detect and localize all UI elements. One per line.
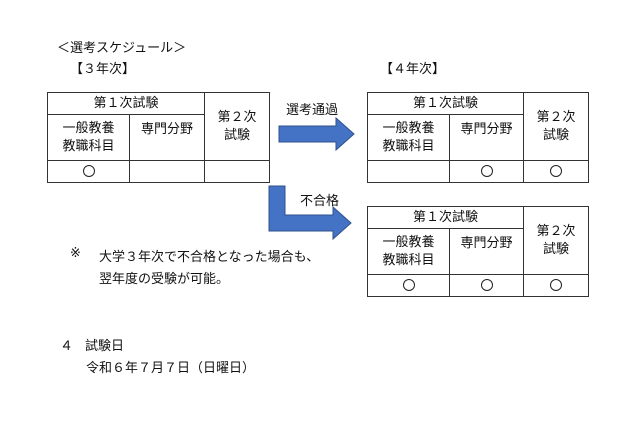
- circle-mark-icon: [550, 279, 563, 291]
- second-exam-header: 第２次試験: [204, 92, 271, 161]
- note-line-2: 翌年度の受験が可能。: [99, 272, 230, 287]
- pass-arrow-shape: [278, 116, 355, 152]
- circle-mark-icon: [550, 165, 563, 177]
- section-number: ４: [60, 339, 74, 354]
- year4-retry-schedule-table: 第１次試験 第２次試験 一般教養教職科目 専門分野: [366, 206, 590, 297]
- first-exam-header: 第１次試験: [46, 92, 206, 115]
- year3-schedule-table: 第１次試験 第２次試験 一般教養教職科目 専門分野: [46, 92, 271, 183]
- fail-arrow-label: 不合格: [300, 194, 340, 209]
- general-subjects-header: 一般教養教職科目: [367, 228, 450, 275]
- year4-label: 【４年次】: [380, 62, 446, 77]
- specialty-mark-cell: [448, 160, 525, 183]
- year4-pass-schedule-table: 第１次試験 第２次試験 一般教養教職科目 専門分野: [366, 92, 590, 183]
- year3-label: 【３年次】: [70, 62, 136, 77]
- specialty-header: 専門分野: [128, 114, 206, 161]
- fail-arrow-shape: [268, 185, 352, 241]
- note-mark: ※: [70, 246, 81, 261]
- specialty-mark-cell: [128, 160, 206, 183]
- second-mark-cell: [523, 160, 590, 183]
- specialty-mark-cell: [448, 274, 525, 297]
- circle-mark-icon: [480, 165, 493, 177]
- circle-mark-icon: [480, 279, 493, 291]
- pass-arrow-label: 選考通過: [286, 103, 339, 118]
- general-subjects-header: 一般教養教職科目: [47, 114, 130, 161]
- pass-arrow-icon: [278, 116, 355, 152]
- specialty-header: 専門分野: [448, 114, 525, 161]
- general-subjects-header: 一般教養教職科目: [367, 114, 450, 161]
- schedule-title: ＜選考スケジュール＞: [57, 41, 187, 56]
- fail-arrow-icon: [268, 185, 352, 241]
- first-exam-header: 第１次試験: [366, 206, 525, 229]
- exam-date: 令和６年７月７日（日曜日）: [86, 361, 256, 376]
- second-mark-cell: [523, 274, 590, 297]
- first-exam-header: 第１次試験: [366, 92, 525, 115]
- general-mark-cell: [47, 160, 130, 183]
- specialty-header: 専門分野: [448, 228, 525, 275]
- general-mark-cell: [367, 160, 450, 183]
- general-mark-cell: [367, 274, 450, 297]
- second-exam-header: 第２次試験: [523, 206, 590, 275]
- second-exam-header: 第２次試験: [523, 92, 590, 161]
- note-line-1: 大学３年次で不合格となった場合も、: [99, 250, 320, 265]
- circle-mark-icon: [402, 279, 415, 291]
- second-mark-cell: [204, 160, 271, 183]
- circle-mark-icon: [82, 165, 95, 177]
- section-title: 試験日: [85, 339, 125, 354]
